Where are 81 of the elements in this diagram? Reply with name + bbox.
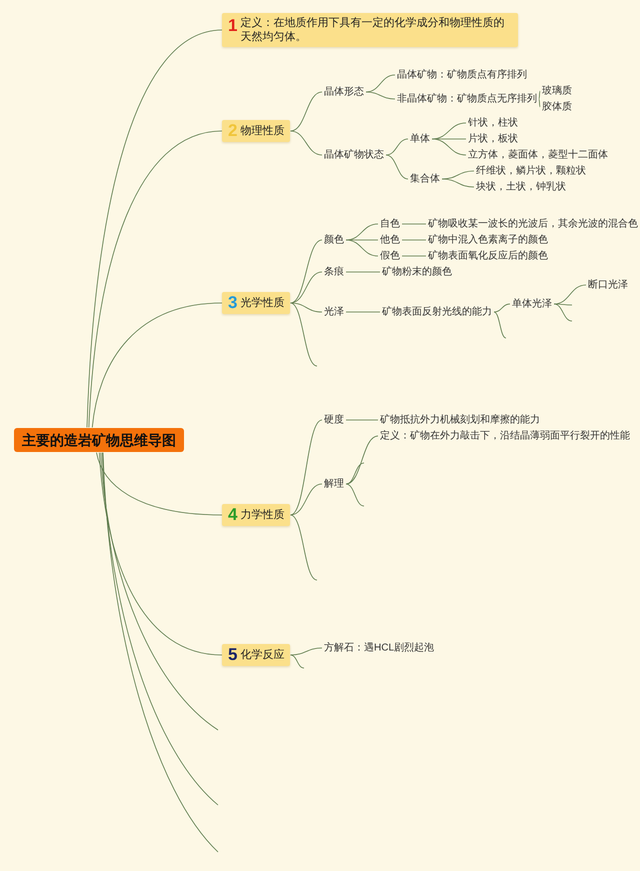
topic-box <box>222 644 290 666</box>
topic-number: 3 <box>228 293 238 313</box>
branch-text: 方解石：遇HCL剧烈起泡 <box>322 642 436 654</box>
branch-text: 块状，土状，钟乳状 <box>474 180 568 194</box>
topic-box <box>222 504 290 526</box>
branch-text: 解理 <box>322 478 346 490</box>
branch-line <box>538 98 540 108</box>
branch-text: 自色 <box>378 218 402 230</box>
topic-label: 力学性质 <box>240 508 284 522</box>
branch-text: 光泽 <box>322 306 346 318</box>
branch-line <box>554 304 572 306</box>
branch-text: 矿物中混入色素离子的颜色 <box>426 234 550 246</box>
branch-text: 矿物吸收某一波长的光波后，其余光波的混合色 <box>426 218 640 230</box>
branch-line <box>366 92 396 100</box>
branch-line <box>100 452 218 730</box>
branch-line <box>290 302 322 312</box>
branch-line <box>538 90 540 100</box>
branch-line <box>346 436 378 484</box>
branch-line <box>346 484 364 506</box>
topic-number: 2 <box>228 121 238 141</box>
branch-text: 颜色 <box>322 234 346 246</box>
branch-text: 立方体，菱面体，菱型十二面体 <box>466 148 610 162</box>
branch-text: 集合体 <box>408 172 442 186</box>
branch-text: 矿物粉末的颜色 <box>380 266 454 278</box>
branch-text: 单体光泽 <box>510 298 554 310</box>
branch-text: 矿物表面反射光线的能力 <box>380 306 494 318</box>
branch-text: 单体 <box>408 132 432 146</box>
branch-line <box>386 138 408 156</box>
branch-line <box>442 170 474 180</box>
branch-text: 玻璃质 <box>540 84 574 98</box>
branch-text: 矿物抵抗外力机械刻划和摩擦的能力 <box>378 414 542 426</box>
branch-text: 晶体矿物状态 <box>322 148 386 162</box>
topic-box <box>222 292 290 314</box>
branch-line <box>88 130 222 428</box>
topic-number: 5 <box>228 645 238 665</box>
branch-line <box>290 302 318 366</box>
branch-text: 晶体矿物：矿物质点有序排列 <box>395 68 529 82</box>
branch-text: 针状，柱状 <box>466 116 520 130</box>
branch-text: 非晶体矿物：矿物质点无序排列 <box>395 92 539 106</box>
branch-line <box>98 452 222 656</box>
topic-box <box>222 120 290 142</box>
branch-text: 假色 <box>378 250 402 262</box>
branch-text: 硬度 <box>322 414 346 426</box>
central-topic: 主要的造岩矿物思维导图 <box>14 428 184 452</box>
branch-text: 定义：矿物在外力敲击下，沿结晶薄弱面平行裂开的性能 <box>378 430 632 442</box>
branch-line <box>290 484 322 516</box>
branch-line <box>366 74 396 92</box>
branch-text: 断口光泽 <box>586 278 630 292</box>
branch-text: 胶体质 <box>540 100 574 114</box>
branch-line <box>290 272 322 304</box>
branch-line <box>494 312 506 338</box>
branch-line <box>554 304 572 322</box>
branch-text: 晶体形态 <box>322 86 366 98</box>
branch-line <box>290 648 322 656</box>
branch-line <box>290 420 322 516</box>
branch-line <box>432 138 466 156</box>
topic-label: 光学性质 <box>240 296 284 310</box>
branch-line <box>346 462 364 484</box>
branch-line <box>290 130 322 156</box>
topic-label: 化学反应 <box>240 648 284 662</box>
branch-line <box>494 304 510 312</box>
topic-box <box>222 13 518 47</box>
branch-text: 矿物表面氧化反应后的颜色 <box>426 250 550 262</box>
branch-line <box>290 654 304 668</box>
branch-line <box>386 154 408 180</box>
topic-number: 1 <box>228 16 238 36</box>
branch-text: 纤维状，鳞片状，颗粒状 <box>474 164 588 178</box>
branch-line <box>442 178 474 188</box>
branch-text: 条痕 <box>322 266 346 278</box>
branch-line <box>346 240 378 256</box>
branch-line <box>290 92 322 132</box>
branch-line <box>86 30 222 428</box>
branch-line <box>290 240 322 304</box>
branch-text: 他色 <box>378 234 402 246</box>
branch-text: 片状，板状 <box>466 132 520 146</box>
topic-label: 定义：在地质作用下具有一定的化学成分和物理性质的天然均匀体。 <box>240 16 506 44</box>
branch-line <box>96 452 222 516</box>
topic-number: 4 <box>228 505 238 525</box>
branch-line <box>290 514 318 580</box>
topic-label: 物理性质 <box>240 124 284 138</box>
branch-line <box>92 302 222 428</box>
